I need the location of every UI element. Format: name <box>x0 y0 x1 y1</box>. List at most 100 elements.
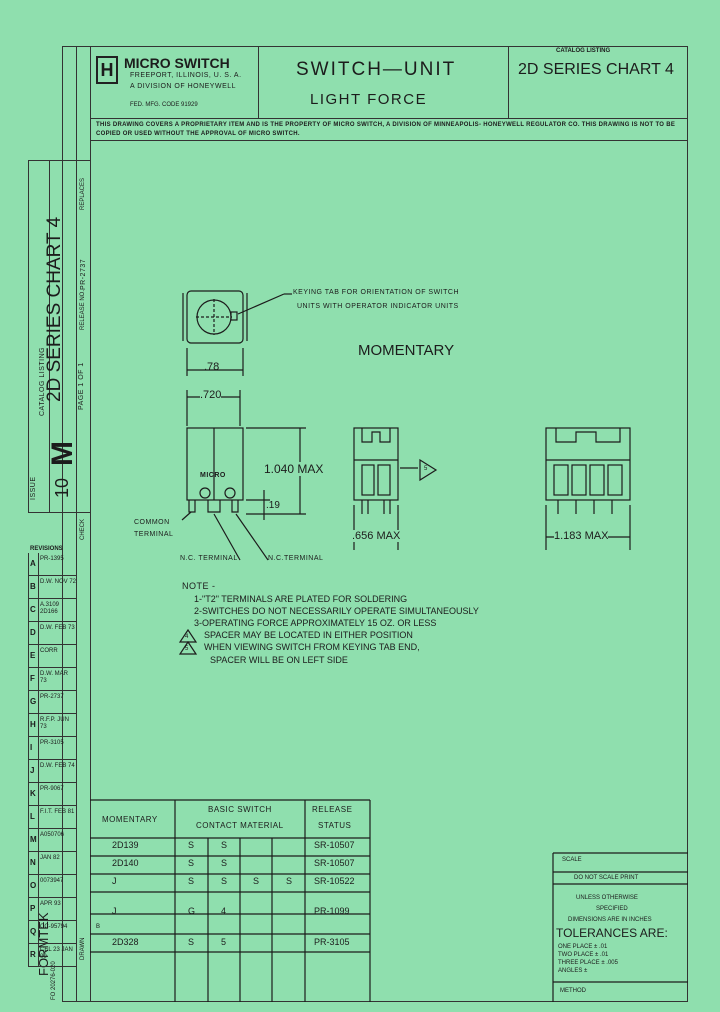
revision-text: CC-95794 <box>40 924 68 930</box>
title-div1 <box>258 46 259 118</box>
strip-inner <box>76 46 77 1002</box>
strip-divider <box>90 46 91 1002</box>
title-div2 <box>508 46 509 118</box>
table-cell-part: 2D140 <box>112 858 139 868</box>
revision-text: PR-3105 <box>40 740 64 746</box>
tol-unless1: UNLESS OTHERWISE <box>576 895 638 901</box>
table-cell-c2: S <box>221 840 228 850</box>
tol-three-place: THREE PLACE ± .005 <box>558 960 618 966</box>
table-cell-c2: 5 <box>221 937 227 947</box>
revision-text: A.3109 2D166 <box>40 602 60 615</box>
revision-text: F.I.T. FEB 81 <box>40 809 75 815</box>
table-cell-c1: S <box>188 876 195 886</box>
drawing-title: SWITCH—UNIT <box>296 59 457 80</box>
tol-angles: ANGLES ± <box>558 968 588 974</box>
flag5-triangle <box>419 458 438 482</box>
revision-letter: E <box>30 651 36 660</box>
title-bottom <box>90 118 688 119</box>
honeywell-logo: H <box>96 56 118 84</box>
revision-row: I PR-3105 <box>28 737 76 760</box>
revision-text: JAN 82 <box>40 855 60 861</box>
table-cell-c4: S <box>286 876 293 886</box>
table-cell-status: PR-3105 <box>314 937 350 947</box>
tol-one-place: ONE PLACE ± .01 <box>558 944 608 950</box>
table-cell-c2: 4 <box>221 906 227 916</box>
table-cell-c1: G <box>188 906 196 916</box>
dim-720: .720 <box>200 389 222 401</box>
strip-col <box>49 160 50 512</box>
revision-letter: Q <box>30 927 37 936</box>
revision-letter: O <box>30 881 37 890</box>
tol-tolerances: TOLERANCES ARE: <box>556 926 668 940</box>
revision-row: P APR 93 <box>28 898 76 921</box>
revision-text: PR-1395 <box>40 556 64 562</box>
revision-row: N JAN 82 <box>28 852 76 875</box>
tol-two-place: TWO PLACE ± .01 <box>558 952 609 958</box>
dim-19: .19 <box>266 500 280 511</box>
note-4: SPACER MAY BE LOCATED IN EITHER POSITION <box>204 630 413 640</box>
note-2: 2-SWITCHES DO NOT NECESSARILY OPERATE SI… <box>194 606 479 616</box>
dim-656: .656 MAX <box>352 530 401 542</box>
side-view-body <box>353 427 399 501</box>
tol-method: METHOD <box>560 988 586 994</box>
revision-letter: P <box>30 904 36 913</box>
revision-letter: R <box>30 950 36 959</box>
micro-label: MICRO <box>200 472 226 479</box>
note5-flag-num: 5 <box>185 646 189 652</box>
table-col-release: RELEASE <box>312 805 353 814</box>
note-1: 1-"T2" TERMINALS ARE PLATED FOR SOLDERIN… <box>194 594 408 604</box>
tol-do-not-scale: DO NOT SCALE PRINT <box>574 875 639 881</box>
revision-letter: I <box>30 743 33 752</box>
fed-mfg-code: FED. MFG. CODE 91929 <box>130 102 198 108</box>
rev-letter-line <box>38 553 39 967</box>
dim-78: .78 <box>204 361 220 373</box>
strip-bottom <box>28 512 90 513</box>
revision-row: R CEL 23 JAN 00 <box>28 944 76 967</box>
note5-flag <box>178 640 198 655</box>
catalog-listing-value: 2D SERIES CHART 4 <box>518 61 674 78</box>
table-cell-c2: S <box>221 858 228 868</box>
notice-bottom <box>90 140 688 141</box>
tol-scale: SCALE <box>562 857 582 863</box>
drawing-subtitle: LIGHT FORCE <box>310 91 428 108</box>
revision-text: APR 93 <box>40 901 61 907</box>
table-cell-c2: S <box>221 876 228 886</box>
keying-tab <box>230 311 238 321</box>
drawing-frame <box>62 46 688 1002</box>
revision-letter: N <box>30 858 36 867</box>
revision-letter: C <box>30 605 36 614</box>
table-col-contact: CONTACT MATERIAL <box>196 821 284 830</box>
top-view-body <box>186 290 244 344</box>
revisions-label: REVISIONS <box>30 546 63 552</box>
revision-text: R.F.P. JUN 73 <box>40 717 69 730</box>
nc-terminal-1: N.C. TERMINAL <box>180 555 238 562</box>
revision-letter: M <box>30 835 37 844</box>
strip-top <box>28 160 90 161</box>
flag5-number: 5 <box>424 466 428 472</box>
revision-text: D.W. FEB 73 <box>40 625 75 631</box>
dim-1183: 1.183 MAX <box>554 530 609 542</box>
revision-text: D.W. NOV 72 <box>40 579 77 585</box>
table-cell-status: PR-1099 <box>314 906 350 916</box>
revision-letter: F <box>30 674 35 683</box>
revision-letter: G <box>30 697 37 706</box>
revision-text: D.W. FEB 74 <box>40 763 75 769</box>
row-b-marker: B <box>96 924 101 930</box>
table-cell-part: J <box>112 906 117 916</box>
note-5a: WHEN VIEWING SWITCH FROM KEYING TAB END, <box>204 642 420 652</box>
keying-note-1: KEYING TAB FOR ORIENTATION OF SWITCH <box>293 289 460 296</box>
common-terminal-1: COMMON <box>134 519 170 526</box>
catalog-listing-label: CATALOG LISTING <box>556 48 611 54</box>
revision-text: CEL 23 JAN 00 <box>40 947 73 960</box>
dim-1040: 1.040 MAX <box>264 462 324 476</box>
table-col-status: STATUS <box>318 821 352 830</box>
revision-text: PR-2737 <box>40 694 64 700</box>
note-3: 3-OPERATING FORCE APPROXIMATELY 15 OZ. O… <box>194 618 437 628</box>
